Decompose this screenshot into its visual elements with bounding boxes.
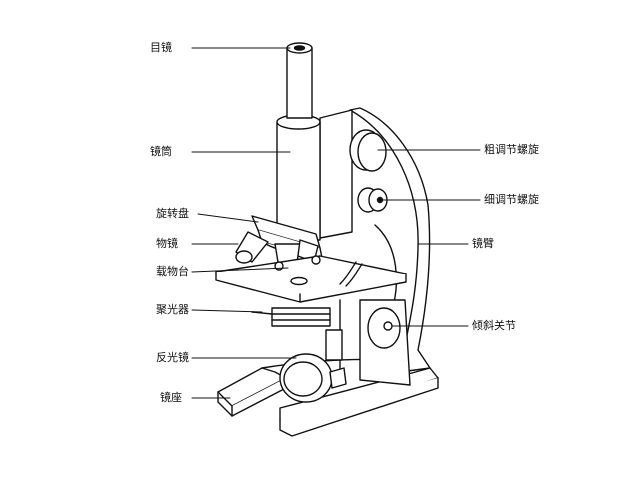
label-objective: 物镜 [156, 237, 178, 250]
label-mirror: 反光镜 [156, 351, 189, 364]
condenser [251, 307, 343, 361]
label-arm: 镜臂 [472, 237, 494, 250]
label-tilt-joint: 倾斜关节 [472, 319, 516, 332]
arm-block [319, 109, 353, 239]
fine-focus-knob [357, 187, 388, 213]
tilt-joint [367, 307, 401, 349]
label-condenser: 聚光器 [156, 303, 189, 316]
microscope-tube [276, 114, 321, 241]
mirror [279, 353, 347, 403]
label-tube: 镜筒 [150, 145, 172, 158]
label-fine-focus: 细调节螺旋 [484, 193, 539, 206]
microscope-stage [215, 255, 407, 303]
label-coarse-focus: 粗调节螺旋 [484, 143, 539, 156]
label-nosepiece: 旋转盘 [156, 207, 189, 220]
label-stage: 载物台 [156, 265, 189, 278]
eyepiece [286, 42, 313, 119]
leader-lines [191, 47, 481, 399]
label-base: 镜座 [160, 391, 182, 404]
label-eyepiece: 目镜 [150, 41, 172, 54]
